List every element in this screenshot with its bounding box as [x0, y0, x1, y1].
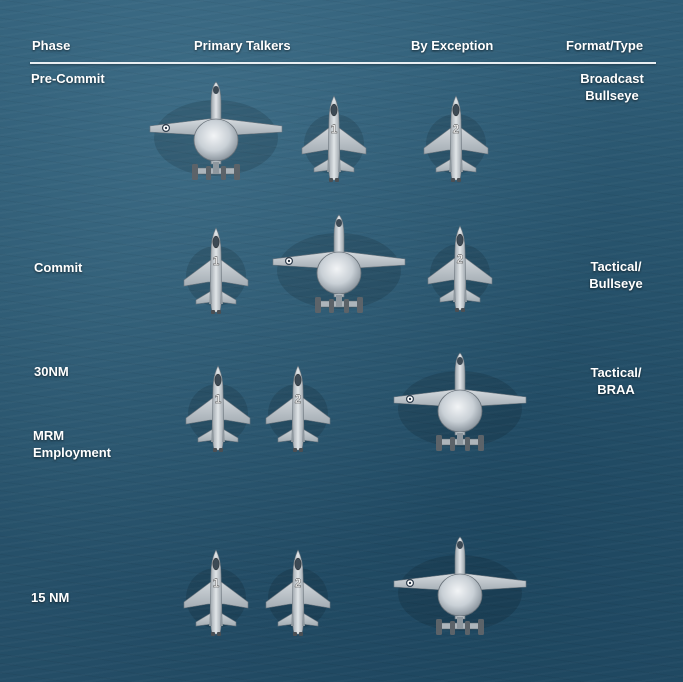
format-30nm-line1: Tactical/ — [590, 365, 642, 380]
fighter-number: 2 — [457, 252, 464, 266]
phase-15nm: 15 NM — [31, 590, 70, 605]
fighter-number: 1 — [213, 254, 220, 268]
header-by-exception: By Exception — [411, 38, 494, 53]
fighter-number: 2 — [453, 122, 460, 136]
header-primary-talkers: Primary Talkers — [194, 38, 291, 53]
fighter-jet-icon: 2 — [420, 94, 492, 184]
fighter-number: 2 — [295, 392, 302, 406]
format-pre-commit-line2: Bullseye — [585, 88, 639, 103]
fighter-jet-icon: 1 — [180, 226, 252, 316]
phase-30nm: 30NM — [34, 364, 69, 379]
awacs-icon — [146, 80, 286, 184]
awacs-icon — [390, 351, 530, 455]
fighter-jet-icon: 1 — [182, 364, 254, 454]
phase-mrm-line2: Employment — [33, 445, 112, 460]
format-30nm-line2: BRAA — [597, 382, 635, 397]
header-format-type: Format/Type — [566, 38, 644, 53]
phase-pre-commit: Pre-Commit — [31, 71, 105, 86]
fighter-number: 1 — [213, 576, 220, 590]
fighter-number: 1 — [215, 392, 222, 406]
phase-commit: Commit — [34, 260, 83, 275]
format-commit-line2: Bullseye — [589, 276, 643, 291]
format-pre-commit-line1: Broadcast — [580, 71, 644, 86]
fighter-number: 2 — [295, 576, 302, 590]
awacs-icon — [390, 535, 530, 639]
fighter-number: 1 — [331, 122, 338, 136]
phase-mrm-line1: MRM — [33, 428, 65, 443]
header-phase: Phase — [32, 38, 71, 53]
format-commit-line1: Tactical/ — [590, 259, 642, 274]
fighter-jet-icon: 1 — [298, 94, 370, 184]
fighter-jet-icon: 2 — [262, 548, 334, 638]
header-divider — [30, 62, 656, 64]
fighter-jet-icon: 2 — [262, 364, 334, 454]
fighter-jet-icon: 2 — [424, 224, 496, 314]
fighter-jet-icon: 1 — [180, 548, 252, 638]
awacs-icon — [269, 213, 409, 317]
